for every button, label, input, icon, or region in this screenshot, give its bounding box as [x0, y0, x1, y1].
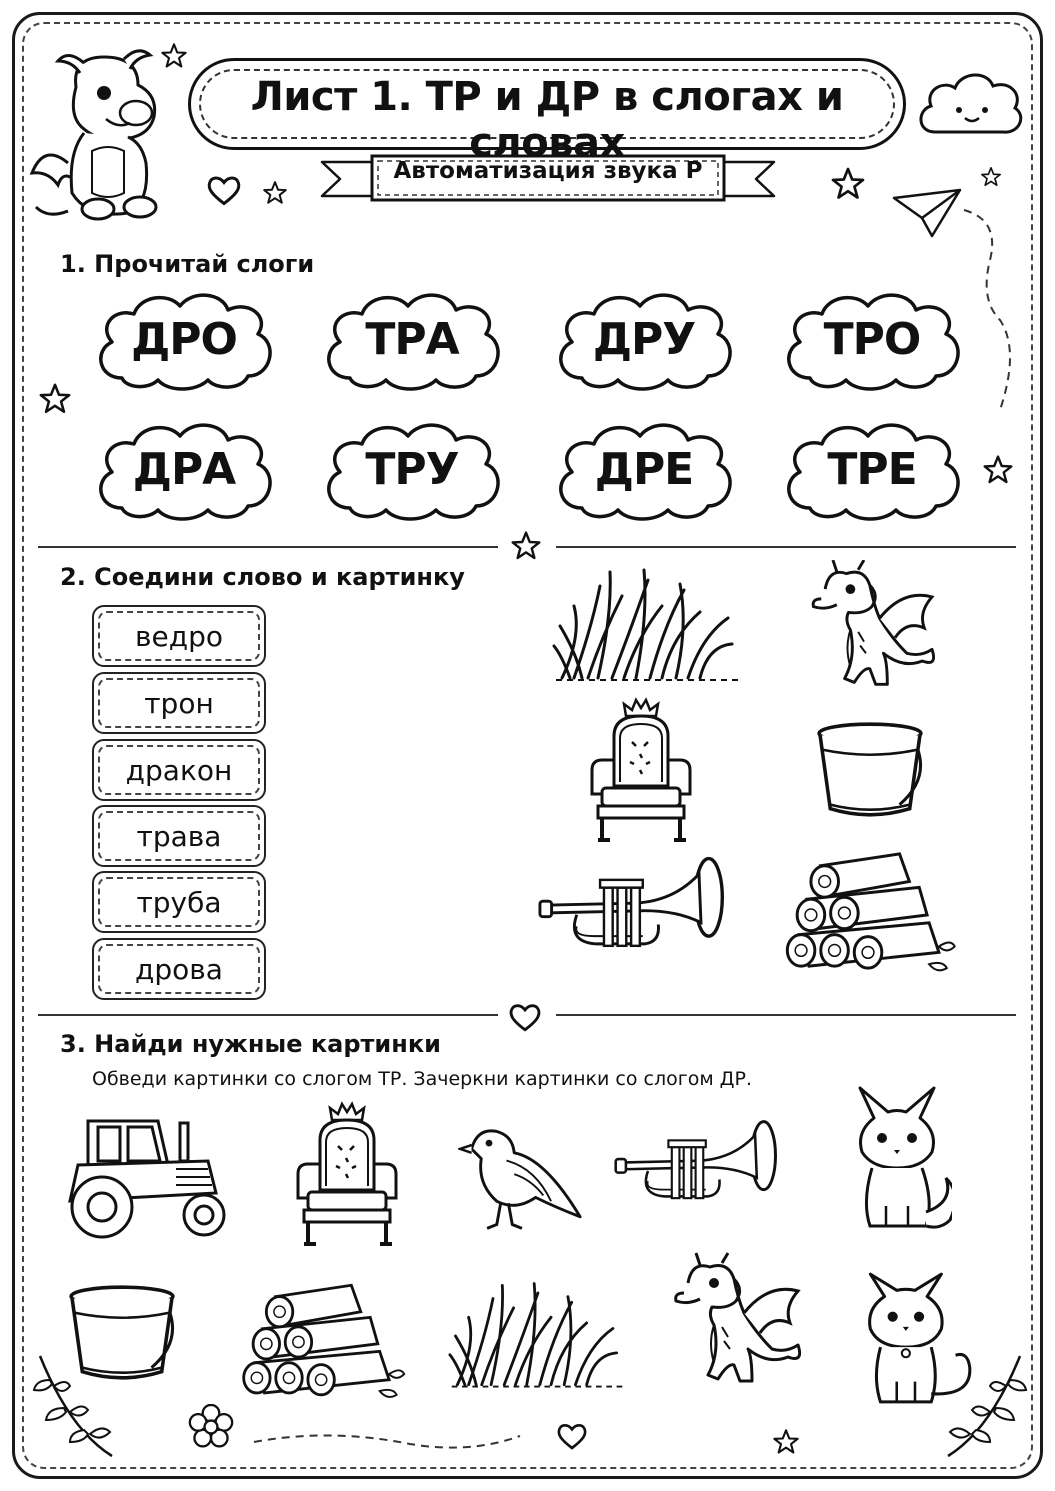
paper-plane-icon	[892, 188, 962, 238]
star-icon	[830, 166, 866, 202]
page-title: Лист 1. ТР и ДР в слогах и словах	[250, 74, 844, 166]
section-divider	[38, 1014, 498, 1016]
word-card[interactable]: дракон	[92, 739, 266, 801]
word-text: трава	[136, 820, 222, 853]
star-icon	[980, 166, 1002, 188]
throne-icon[interactable]	[586, 696, 696, 846]
subtitle-ribbon	[320, 154, 776, 202]
syllable-text: ТРУ	[365, 444, 459, 495]
syllable-text: ТРО	[823, 314, 922, 365]
trumpet-icon[interactable]	[614, 1118, 784, 1212]
heart-icon	[206, 172, 242, 208]
section-divider	[556, 1014, 1016, 1016]
task3-title: 3. Найди нужные картинки	[60, 1030, 441, 1058]
dragon-icon[interactable]	[786, 560, 942, 696]
page-subtitle: Автоматизация звука Р	[393, 158, 703, 184]
syllable-cloud: ДРО	[92, 286, 276, 396]
throne-icon[interactable]	[292, 1100, 402, 1250]
syllable-cloud: ТРО	[780, 286, 964, 396]
star-icon	[160, 42, 188, 70]
dragon-mascot-icon	[28, 40, 178, 226]
bird-icon[interactable]	[458, 1118, 584, 1238]
word-card[interactable]: трава	[92, 805, 266, 867]
cat-icon[interactable]	[850, 1266, 982, 1408]
task1-title: 1. Прочитай слоги	[60, 250, 315, 278]
heart-icon	[508, 1000, 542, 1034]
dashed-path-icon	[963, 209, 1011, 411]
section-divider	[556, 546, 1016, 548]
grass-icon[interactable]	[448, 1276, 626, 1396]
syllable-cloud: ДРУ	[552, 286, 736, 396]
word-text: дракон	[125, 754, 233, 787]
word-card[interactable]: ведро	[92, 605, 266, 667]
word-text: дрова	[135, 953, 223, 986]
syllable-cloud: ТРА	[320, 286, 504, 396]
page-frame-dashed	[22, 22, 1033, 1469]
word-text: трон	[144, 687, 214, 720]
heart-icon	[556, 1420, 588, 1452]
syllable-text: ТРА	[365, 314, 459, 365]
word-text: ведро	[135, 620, 223, 653]
syllable-text: ТРЕ	[827, 444, 917, 495]
smiling-cloud-icon	[914, 66, 1026, 146]
title-banner	[188, 58, 906, 150]
bucket-icon[interactable]	[814, 718, 926, 822]
star-icon	[38, 382, 72, 416]
word-card[interactable]: трон	[92, 672, 266, 734]
syllable-cloud: ТРЕ	[780, 416, 964, 526]
grass-icon[interactable]	[552, 566, 742, 686]
flower-icon	[188, 1404, 234, 1450]
task2-title: 2. Соедини слово и картинку	[60, 563, 465, 591]
section-divider	[38, 546, 498, 548]
syllable-cloud: ДРА	[92, 416, 276, 526]
syllable-cloud: ДРЕ	[552, 416, 736, 526]
task3-instruction: Обведи картинки со слогом ТР. Зачеркни к…	[92, 1068, 753, 1090]
logs-icon[interactable]	[238, 1278, 408, 1404]
dashed-path-icon	[253, 1434, 521, 1449]
dragon-icon[interactable]	[648, 1244, 808, 1402]
page-frame	[12, 12, 1043, 1479]
word-card[interactable]: труба	[92, 871, 266, 933]
star-icon	[262, 180, 288, 206]
syllable-text: ДРО	[131, 314, 238, 365]
bucket-icon[interactable]	[66, 1278, 178, 1388]
star-icon	[982, 454, 1014, 486]
syllable-text: ДРУ	[592, 314, 696, 365]
word-card[interactable]: дрова	[92, 938, 266, 1000]
star-icon	[772, 1428, 800, 1456]
fox-icon[interactable]	[842, 1082, 952, 1232]
syllable-text: ДРА	[132, 444, 237, 495]
syllable-text: ДРЕ	[594, 444, 695, 495]
star-icon	[510, 530, 542, 562]
syllable-cloud: ТРУ	[320, 416, 504, 526]
logs-icon[interactable]	[780, 848, 960, 976]
word-text: труба	[136, 886, 222, 919]
trumpet-icon[interactable]	[538, 854, 732, 962]
tractor-icon[interactable]	[58, 1108, 238, 1240]
